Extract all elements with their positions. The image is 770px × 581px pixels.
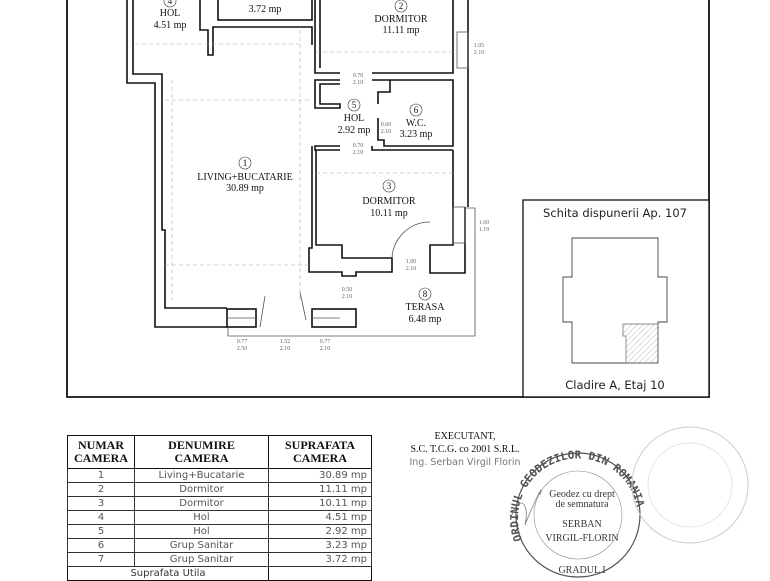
svg-text:1.52: 1.52: [280, 339, 291, 345]
svg-text:6: 6: [414, 105, 419, 115]
room-label-6: 6 W.C. 3.23 mp: [400, 103, 433, 140]
svg-text:3.23 mp: 3.23 mp: [400, 129, 433, 140]
executant-company: S.C. T.C.G. co 2001 S.R.L.: [410, 444, 520, 455]
svg-text:1: 1: [243, 158, 248, 168]
svg-text:2.92 mp: 2.92 mp: [338, 125, 371, 136]
svg-text:2.10: 2.10: [353, 150, 364, 156]
svg-text:4.51 mp: 4.51 mp: [154, 20, 187, 31]
location-inset: Schita dispunerii Ap. 107 Cladire A, Eta…: [522, 199, 710, 398]
svg-text:VIRGIL-FLORIN: VIRGIL-FLORIN: [545, 533, 618, 544]
room-label-7: 3.72 mp: [249, 4, 282, 15]
svg-text:HOL: HOL: [344, 113, 365, 124]
drawing-frame: [66, 0, 710, 398]
room-label-8: 8 TERASA 6.48 mp: [406, 287, 446, 325]
svg-text:8: 8: [423, 289, 428, 299]
svg-text:DORMITOR: DORMITOR: [374, 14, 427, 25]
svg-text:0.77: 0.77: [320, 339, 331, 345]
svg-text:1.60: 1.60: [479, 220, 490, 226]
room-label-4: 4 HOL 4.51 mp: [154, 0, 187, 31]
room-label-2: 2 DORMITOR 11.11 mp: [374, 0, 428, 36]
walls: [126, 0, 476, 337]
svg-text:3: 3: [387, 181, 392, 191]
svg-text:1.05: 1.05: [474, 43, 485, 49]
svg-text:HOL: HOL: [160, 8, 181, 19]
svg-text:2.10: 2.10: [406, 266, 417, 272]
executant-block: EXECUTANT, S.C. T.C.G. co 2001 S.R.L. In…: [390, 430, 540, 469]
svg-text:0.50: 0.50: [342, 287, 353, 293]
svg-text:2.10: 2.10: [353, 80, 364, 86]
svg-text:2: 2: [399, 1, 404, 11]
svg-text:2.10: 2.10: [342, 294, 353, 300]
svg-text:0.70: 0.70: [353, 143, 364, 149]
svg-text:Geodez cu drept: Geodez cu drept: [549, 489, 615, 500]
executant-title: EXECUTANT,: [434, 431, 496, 442]
svg-text:SERBAN: SERBAN: [562, 519, 601, 530]
svg-text:2.50: 2.50: [237, 346, 248, 352]
svg-text:5: 5: [352, 100, 357, 110]
svg-text:W.C.: W.C.: [406, 118, 426, 129]
executant-engineer: Ing. Serban Virgil Florin: [409, 457, 521, 468]
svg-text:0.77: 0.77: [237, 339, 248, 345]
svg-text:6.48 mp: 6.48 mp: [409, 314, 442, 325]
room-label-3: 3 DORMITOR 10.11 mp: [362, 179, 416, 219]
svg-text:30.89 mp: 30.89 mp: [226, 183, 264, 194]
room-label-5: 5 HOL 2.92 mp: [338, 98, 371, 136]
table-total-row: Suprafata Utila: [67, 566, 372, 581]
svg-text:1.00: 1.00: [406, 259, 417, 265]
apartment-location-hatch: [622, 323, 659, 364]
svg-text:2.10: 2.10: [280, 346, 291, 352]
svg-text:2.10: 2.10: [474, 50, 485, 56]
svg-text:4: 4: [168, 0, 173, 6]
svg-text:1.19: 1.19: [479, 227, 490, 233]
svg-text:DORMITOR: DORMITOR: [362, 196, 415, 207]
svg-text:3.72 mp: 3.72 mp: [249, 4, 282, 15]
faint-stamp: [631, 426, 749, 544]
svg-text:11.11 mp: 11.11 mp: [382, 25, 419, 36]
svg-text:0.60: 0.60: [381, 122, 392, 128]
svg-text:de semnatura: de semnatura: [555, 499, 609, 510]
room-label-1: 1 LIVING+BUCATARIE 30.89 mp: [197, 156, 293, 194]
inset-footer: Cladire A, Etaj 10: [565, 378, 664, 392]
inset-title: Schita dispunerii Ap. 107: [543, 206, 687, 220]
svg-text:2.10: 2.10: [320, 346, 331, 352]
svg-text:TERASA: TERASA: [406, 302, 446, 313]
svg-text:GRADUL I: GRADUL I: [558, 565, 605, 576]
opening-dimensions: 0.702.10 0.602.10 0.702.10 1.002.10 0.50…: [237, 43, 490, 352]
svg-text:LIVING+BUCATARIE: LIVING+BUCATARIE: [197, 172, 292, 183]
svg-text:2.10: 2.10: [381, 129, 392, 135]
svg-text:10.11 mp: 10.11 mp: [370, 208, 407, 219]
svg-text:0.70: 0.70: [353, 73, 364, 79]
